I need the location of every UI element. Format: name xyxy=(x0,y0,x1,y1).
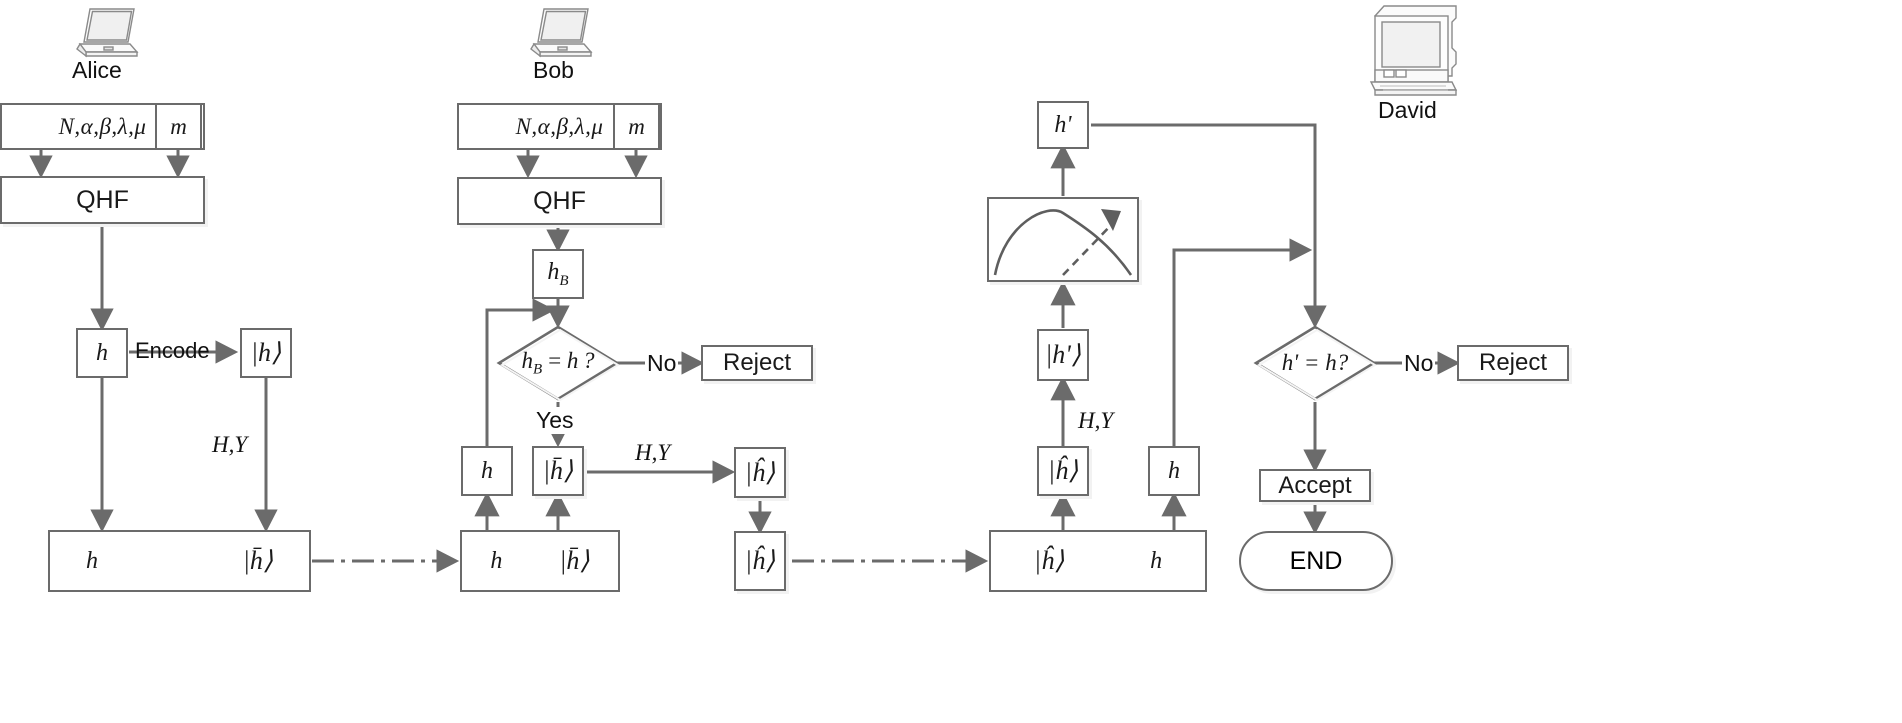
bob-bundle-right: |h̄⟩ xyxy=(559,546,590,575)
david-hprime-box: h' xyxy=(1037,101,1089,149)
bob-hb-label: hB xyxy=(547,258,569,289)
david-bundle-right: h xyxy=(1150,547,1163,574)
bob-hy-label: H,Y xyxy=(635,440,671,465)
desktop-computer-icon-david xyxy=(1368,2,1464,105)
david-decision-diamond: h' = h? xyxy=(1253,324,1377,402)
bob-message-box: m xyxy=(613,103,660,150)
laptop-icon-bob xyxy=(518,4,596,67)
alice-qhf-box: QHF xyxy=(0,176,205,224)
bob-no-label: No xyxy=(645,350,679,377)
alice-bundle-box: h |h̄⟩ xyxy=(48,530,311,592)
bob-bundle-left: h xyxy=(490,547,503,574)
david-end-terminator: END xyxy=(1239,531,1393,591)
bob-decision-diamond: hB = h ? xyxy=(496,324,620,402)
david-reject-box: Reject xyxy=(1457,345,1569,381)
laptop-icon-alice xyxy=(64,4,142,67)
david-measurement-box xyxy=(987,197,1139,282)
middle-ket-hhat-bottom: |ĥ⟩ xyxy=(734,531,786,591)
actor-label-bob: Bob xyxy=(533,57,574,83)
bob-yes-label: Yes xyxy=(533,407,577,434)
bob-reject-box: Reject xyxy=(701,345,813,381)
measurement-icon xyxy=(993,209,1133,276)
david-ket-hhat-box: |ĥ⟩ xyxy=(1037,446,1089,496)
bob-decision-label: hB = h ? xyxy=(521,347,595,378)
alice-hash-box: h xyxy=(76,328,128,378)
alice-ket-h-box: |h⟩ xyxy=(240,328,292,378)
bob-bundle-box: h |h̄⟩ xyxy=(460,530,620,592)
bob-hb-box: hB xyxy=(532,249,584,299)
david-bundle-left: |ĥ⟩ xyxy=(1033,546,1065,575)
actor-label-alice: Alice xyxy=(72,57,122,83)
alice-bundle-left: h xyxy=(86,547,98,574)
alice-bundle-right: |h̄⟩ xyxy=(242,546,273,575)
david-ket-hprime-box: |h'⟩ xyxy=(1037,329,1089,381)
actor-label-david: David xyxy=(1378,97,1437,123)
david-accept-box: Accept xyxy=(1259,469,1371,502)
bob-qhf-box: QHF xyxy=(457,177,662,225)
alice-encode-label: Encode xyxy=(135,338,210,363)
david-h-box: h xyxy=(1148,446,1200,496)
bob-ket-hbar-box: |h̄⟩ xyxy=(532,446,584,496)
david-decision-label: h' = h? xyxy=(1281,350,1349,375)
middle-ket-hhat-top: |ĥ⟩ xyxy=(734,447,786,498)
david-bundle-box: |ĥ⟩ h xyxy=(989,530,1207,592)
david-no-label: No xyxy=(1402,350,1436,377)
david-hy-label: H,Y xyxy=(1078,408,1114,433)
alice-message-box: m xyxy=(155,103,202,150)
alice-hy-label: H,Y xyxy=(212,432,248,457)
bob-h-box: h xyxy=(461,446,513,496)
